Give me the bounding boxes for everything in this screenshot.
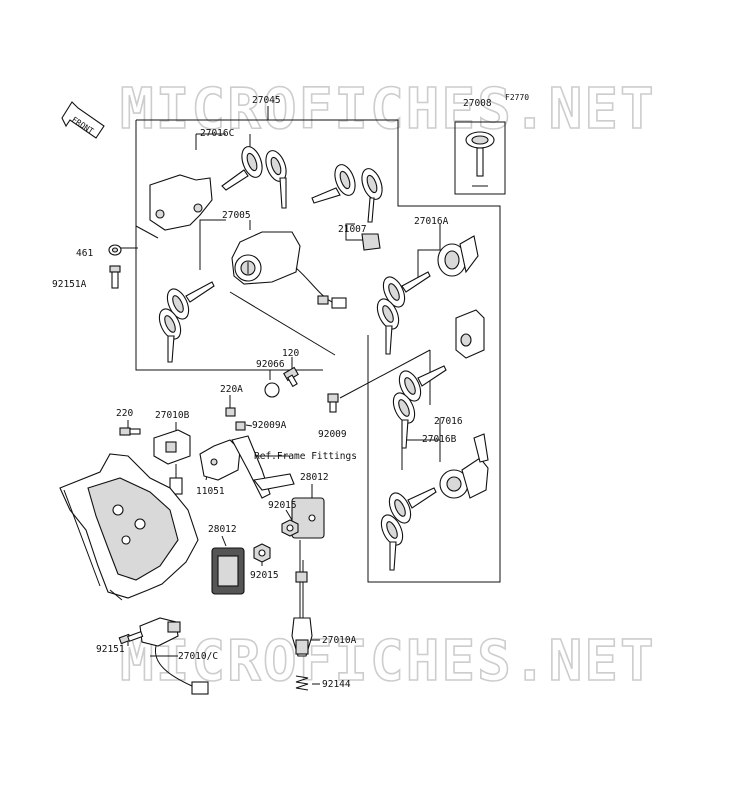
- reference-note: Ref.Frame Fittings: [254, 451, 357, 462]
- cap-92066: [264, 382, 280, 398]
- switch-27010b: [153, 429, 191, 495]
- label-11051: 11051: [196, 486, 225, 497]
- helmet-lock-27016b: [439, 433, 489, 499]
- label-92151: 92151: [96, 644, 125, 655]
- seat-lock-27016: [455, 309, 485, 359]
- label-120: 120: [282, 348, 299, 359]
- key-blank-27008: [454, 121, 506, 195]
- label-92144: 92144: [322, 679, 351, 690]
- label-21007: 21007: [338, 224, 367, 235]
- spring-92144: [295, 675, 309, 691]
- frame-section: [59, 453, 199, 601]
- key-pair-27005: [158, 281, 215, 363]
- nut-92015-lower: [253, 543, 271, 563]
- label-27008: 27008: [463, 98, 492, 109]
- key-pair-27016c: [221, 146, 287, 209]
- plate-28012-left: [211, 547, 245, 595]
- label-27010b: 27010B: [155, 410, 190, 421]
- label-27016b: 27016B: [422, 434, 457, 445]
- part-labels: 27045 27008 27016C 27005 21007 27016A 46…: [52, 95, 492, 690]
- key-pair-27016b: [380, 487, 437, 571]
- label-92066: 92066: [256, 359, 285, 370]
- label-461: 461: [76, 248, 93, 259]
- bracket-11051: [199, 435, 295, 499]
- bolt-92151a: [109, 265, 121, 289]
- label-27016: 27016: [434, 416, 463, 427]
- label-27010a: 27010A: [322, 635, 357, 646]
- kit-outline-27045: [135, 119, 501, 583]
- label-92009: 92009: [318, 429, 347, 440]
- screw-220a: [225, 407, 236, 417]
- switch-27010a: [291, 560, 313, 657]
- label-92015-lower: 92015: [250, 570, 279, 581]
- label-27010c: 27010/C: [178, 651, 218, 662]
- label-27016a: 27016A: [414, 216, 449, 227]
- label-27005: 27005: [222, 210, 251, 221]
- key-pair-21007: [311, 164, 383, 251]
- label-27016c: 27016C: [200, 128, 234, 139]
- key-pair-27016a: [376, 271, 431, 355]
- screw-120: [283, 366, 299, 388]
- watermark-top: MICROFICHES.NET: [120, 77, 656, 142]
- screw-92009: [327, 393, 339, 413]
- key-pair-27016: [392, 365, 447, 449]
- plate-28012-right: [291, 497, 325, 539]
- ignition-switch-27005: [231, 231, 347, 309]
- front-arrow-icon: FRONT: [61, 101, 105, 139]
- label-220: 220: [116, 408, 133, 419]
- label-28012-right: 28012: [300, 472, 329, 483]
- label-92009a: 92009A: [252, 420, 287, 431]
- label-27045: 27045: [252, 95, 281, 106]
- screw-220: [119, 427, 141, 436]
- nut-92015-upper: [281, 519, 299, 537]
- bolt-92151: [118, 631, 144, 645]
- label-28012-left: 28012: [208, 524, 237, 535]
- label-220a: 220A: [220, 384, 243, 395]
- figure-code: F2770: [505, 93, 529, 102]
- switch-27010c: [139, 617, 209, 695]
- lock-cylinder-27016a: [437, 235, 479, 277]
- screw-92009a: [235, 421, 246, 431]
- label-92151a: 92151A: [52, 279, 87, 290]
- washer-461: [108, 244, 122, 256]
- label-92015-upper: 92015: [268, 500, 297, 511]
- lock-housing-27016c: [149, 174, 213, 231]
